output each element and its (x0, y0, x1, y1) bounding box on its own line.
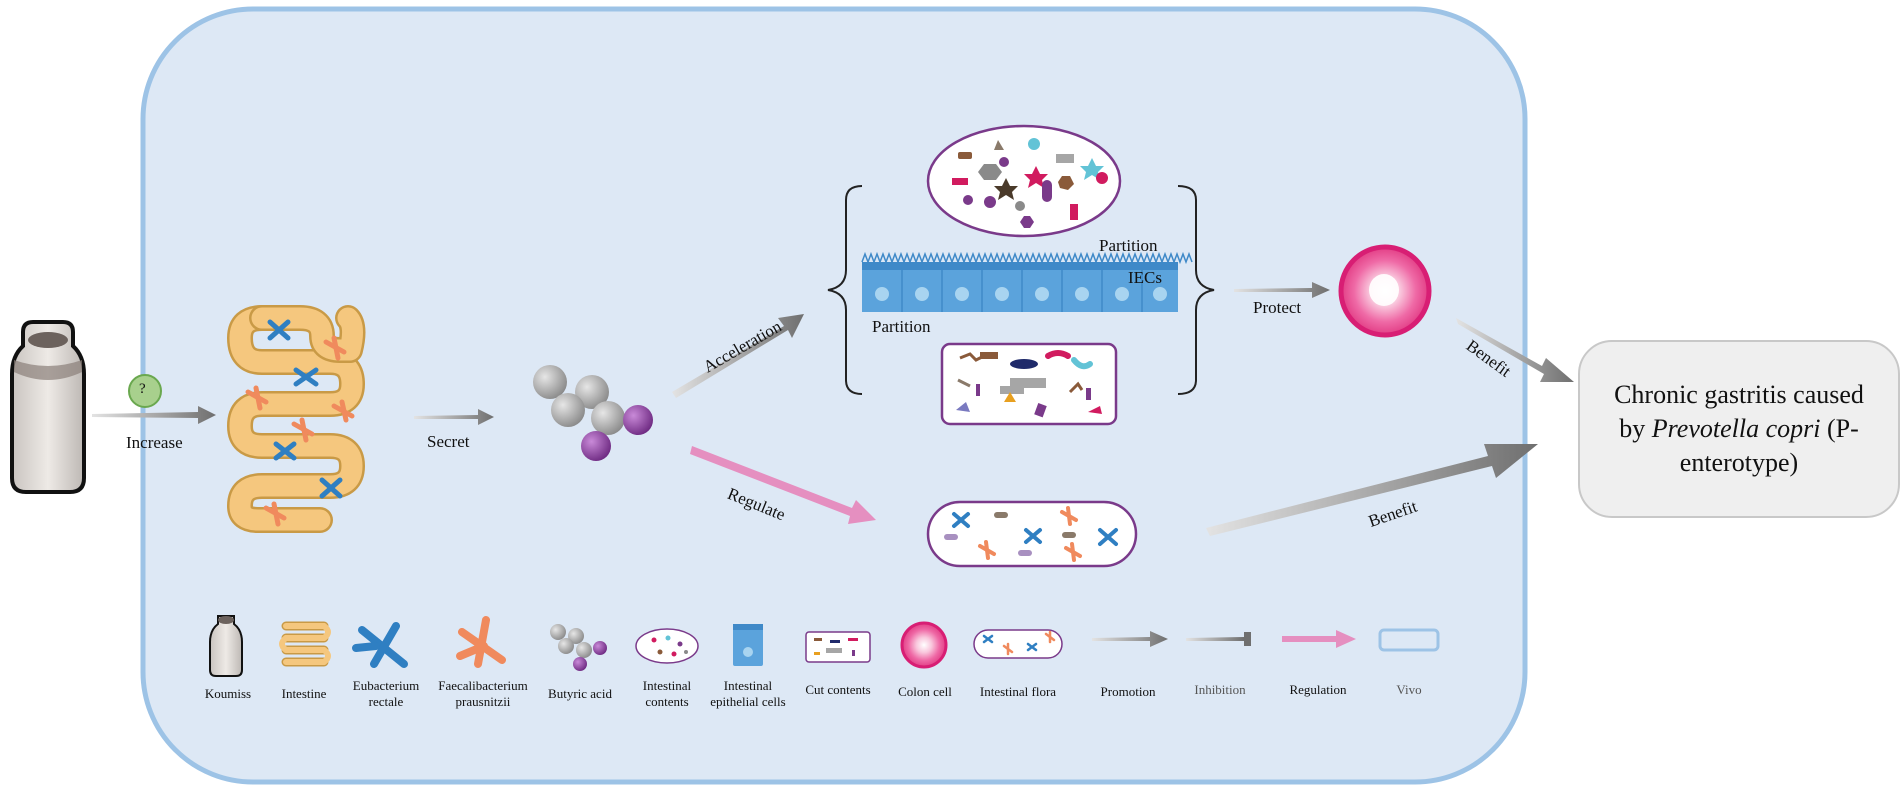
legend-intestine-icon (279, 621, 331, 667)
epithelial-cells-layer (861, 251, 1193, 312)
legend-contents-label: Intestinal contents (642, 678, 692, 710)
partition-bottom-label: Partition (872, 317, 931, 336)
legend-regulation-label: Regulation (1289, 682, 1347, 697)
legend-vivo-icon (1378, 628, 1440, 652)
legend-flora-label: Intestinal flora (979, 684, 1057, 699)
legend-butyric-label: Butyric acid (548, 686, 612, 701)
legend-regulation-icon (1282, 630, 1356, 648)
outcome-box: Chronic gastritis caused by Prevotella c… (1578, 340, 1900, 518)
outcome-line2-post: (P- (1820, 413, 1859, 443)
outcome-line1: Chronic gastritis caused (1614, 379, 1864, 409)
left-bracket (827, 185, 863, 395)
legend-iec-icon (733, 624, 763, 666)
outcome-text: Chronic gastritis caused by Prevotella c… (1614, 378, 1864, 481)
legend-inhibition-label: Inhibition (1194, 682, 1246, 697)
intestine-graphic (227, 305, 366, 533)
legend-koumiss-label: Koumiss (204, 686, 252, 701)
legend-contents-icon (635, 628, 699, 664)
increase-label: Increase (126, 433, 183, 452)
legend-colon-icon (900, 621, 948, 669)
right-bracket (1177, 185, 1215, 395)
legend-eubacterium-icon (352, 622, 408, 668)
partition-top-label: Partition (1099, 236, 1158, 255)
legend-promotion-icon (1092, 631, 1168, 647)
koumiss-bottle (10, 320, 86, 494)
legend-cut-icon (805, 631, 871, 663)
benefit-arrow-top (1456, 318, 1574, 382)
intestinal-contents-oval (926, 124, 1122, 238)
secret-label: Secret (427, 432, 470, 451)
legend-cut-label: Cut contents (805, 682, 871, 697)
outcome-line2-pre: by (1619, 413, 1652, 443)
outcome-species: Prevotella copri (1651, 413, 1821, 443)
legend-faecali-icon (456, 616, 506, 668)
legend-promotion-label: Promotion (1100, 684, 1156, 699)
benefit-arrow-bottom (1206, 444, 1538, 536)
unknown-mechanism-icon (128, 374, 162, 408)
legend-butyric-icon (550, 624, 607, 671)
iecs-label: IECs (1128, 268, 1162, 287)
colon-cell (1338, 244, 1432, 338)
increase-arrow (92, 406, 216, 424)
legend-vivo-label: Vivo (1396, 682, 1422, 697)
outcome-line3: enterotype) (1679, 448, 1799, 478)
cut-contents-box (940, 342, 1118, 426)
regulate-arrow (690, 446, 876, 524)
legend-colon-label: Colon cell (898, 684, 952, 699)
intestinal-flora-capsule (926, 500, 1138, 568)
legend-intestine-label: Intestine (281, 686, 327, 701)
butyric-acid-molecules (533, 365, 653, 461)
legend-inhibition-icon (1186, 632, 1251, 646)
protect-arrow (1234, 282, 1330, 298)
legend-iec-label: Intestinal epithelial cells (710, 678, 786, 710)
unknown-mark: ? (139, 381, 146, 397)
legend-koumiss-icon (209, 615, 243, 677)
acceleration-arrow (672, 314, 804, 398)
protect-label: Protect (1253, 298, 1302, 317)
legend-faecali-label: Faecalibacterium prausnitzii (438, 678, 528, 710)
legend-flora-icon (973, 629, 1063, 659)
secret-arrow (414, 409, 494, 425)
legend-eubacterium-label: Eubacterium rectale (352, 678, 420, 710)
